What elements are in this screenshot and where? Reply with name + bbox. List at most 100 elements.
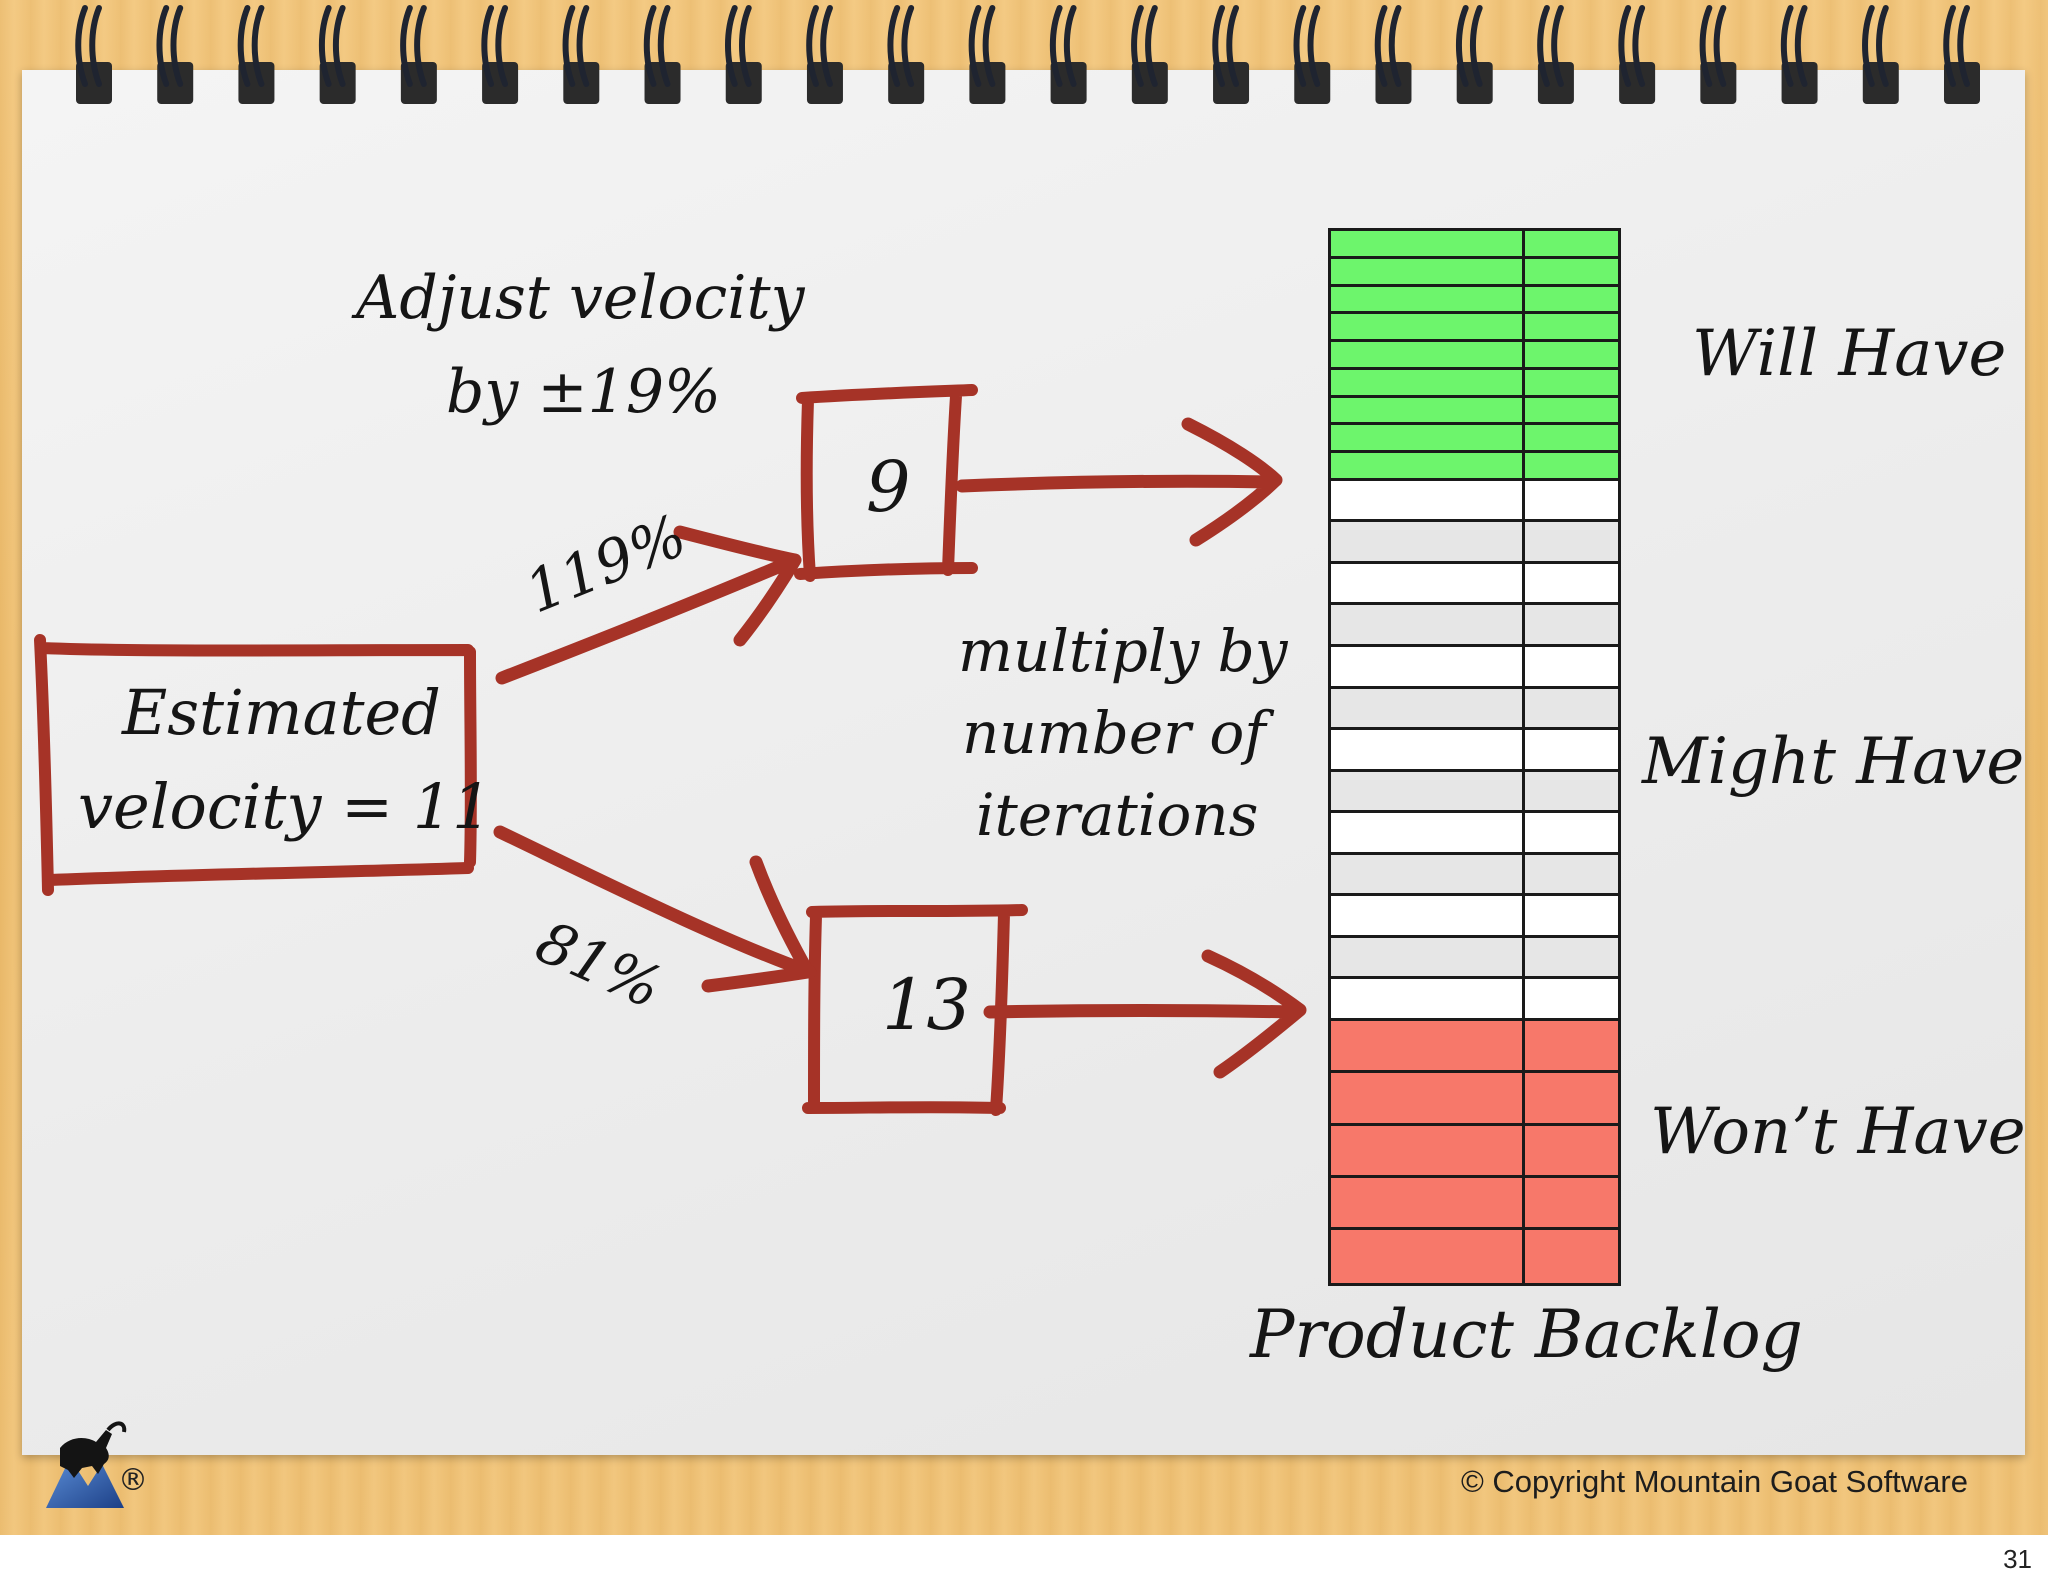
spiral-hole [1862,62,1899,104]
estimated-velocity-line2: velocity = 11 [78,770,492,843]
spiral-wire [1145,5,1158,87]
spiral-hole [1944,62,1980,104]
spiral-hole [1456,62,1493,104]
registered-mark: ® [118,1463,148,1498]
spiral-hole [1781,62,1818,104]
backlog-row-wont [1331,1230,1618,1283]
backlog-cell-story [1331,813,1525,852]
spiral-wire [1876,5,1889,87]
estimate-box [34,634,477,896]
backlog-row-might [1331,854,1618,897]
backlog-cell-story [1331,480,1525,520]
spiral-wire [725,5,738,87]
spiral-hole [1375,62,1412,104]
backlog-row-might [1331,563,1618,606]
backlog-cell-estimate [1525,398,1618,423]
spiral-wire [1713,5,1727,87]
spiral-wire [414,5,427,87]
spiral-wire [495,5,509,87]
backlog-cell-estimate [1525,370,1618,395]
spiral-hole [319,62,356,104]
backlog-row-might [1331,480,1618,523]
multiply-line1: multiply by [958,617,1288,685]
spiral-hole [563,62,600,104]
backlog-cell-story [1331,730,1525,769]
backlog-cell-estimate [1525,481,1618,520]
backlog-cell-estimate [1525,425,1618,450]
spiral-wire [1537,5,1550,87]
backlog-cell-estimate [1525,259,1618,284]
backlog-cell-story [1331,688,1525,728]
backlog-cell-estimate [1525,1073,1618,1122]
spiral-hole [725,62,762,104]
product-backlog-title: Product Backlog [1250,1296,1803,1373]
backlog-cell-story [1331,397,1525,423]
backlog-row-will [1331,258,1618,287]
estimated-velocity-line1: Estimated [122,676,441,749]
backlog-cell-story [1331,1073,1525,1123]
spiral-hole [1294,62,1331,104]
spiral-wire [75,5,88,87]
spiral-wire [1374,5,1388,87]
backlog-row-will [1331,231,1618,259]
spiral-hole [1537,62,1574,104]
backlog-cell-estimate [1525,342,1618,367]
spiral-wire [643,5,657,87]
backlog-cell-estimate [1525,772,1618,811]
spiral-wire [1943,5,1956,87]
backlog-cell-story [1331,1125,1525,1175]
spiral-wire [156,5,170,87]
adjust-velocity-line2: by ±19% [446,357,722,427]
backlog-cell-estimate [1525,1126,1618,1175]
backlog-row-might [1331,813,1618,855]
backlog-cell-estimate [1525,1178,1618,1227]
backlog-cell-story [1331,1020,1525,1071]
spiral-hole [1213,62,1250,104]
backlog-row-will [1331,342,1618,370]
spiral-wire [657,5,671,87]
backlog-cell-estimate [1525,813,1618,852]
spiral-wire [1293,5,1307,87]
backlog-row-might [1331,688,1618,731]
spiral-wire [1131,5,1144,87]
spiral-wire [1957,5,1970,87]
backlog-row-will [1331,286,1618,315]
backlog-cell-story [1331,771,1525,811]
backlog-cell-story [1331,453,1525,478]
backlog-cell-story [1331,854,1525,894]
backlog-cell-story [1331,286,1525,312]
backlog-cell-story [1331,563,1525,603]
spiral-wire [1307,5,1321,87]
arrow-to-13 [493,825,817,993]
might-have-label: Might Have [1642,725,2025,799]
copyright-notice: © Copyright Mountain Goat Software [1460,1464,1968,1499]
spiral-wire [562,5,576,87]
backlog-cell-story [1331,1230,1525,1283]
spiral-wire [1063,5,1077,87]
backlog-row-might [1331,771,1618,814]
spiral-wire [820,5,833,87]
spiral-wire [1049,5,1063,87]
spiral-hole [238,62,275,104]
backlog-row-might [1331,522,1618,564]
box-9 [794,384,978,582]
backlog-cell-story [1331,896,1525,935]
spiral-wire [1470,5,1483,87]
spiral-wire [1699,5,1713,87]
multiply-line2: number of [962,699,1266,767]
spiral-wire [89,5,102,87]
spiral-wire [481,5,495,87]
backlog-cell-story [1331,1177,1525,1228]
backlog-cell-estimate [1525,689,1618,728]
backlog-cell-story [1331,314,1525,340]
wont-have-label: Won’t Have [1650,1095,2026,1169]
backlog-cell-story [1331,522,1525,561]
backlog-row-will [1331,397,1618,426]
backlog-cell-story [1331,258,1525,284]
backlog-row-might [1331,730,1618,772]
backlog-row-wont [1331,1073,1618,1126]
spiral-hole [1050,62,1087,104]
backlog-cell-estimate [1525,1230,1618,1282]
mountain-goat-logo: ® [40,1408,160,1518]
backlog-row-might [1331,647,1618,689]
